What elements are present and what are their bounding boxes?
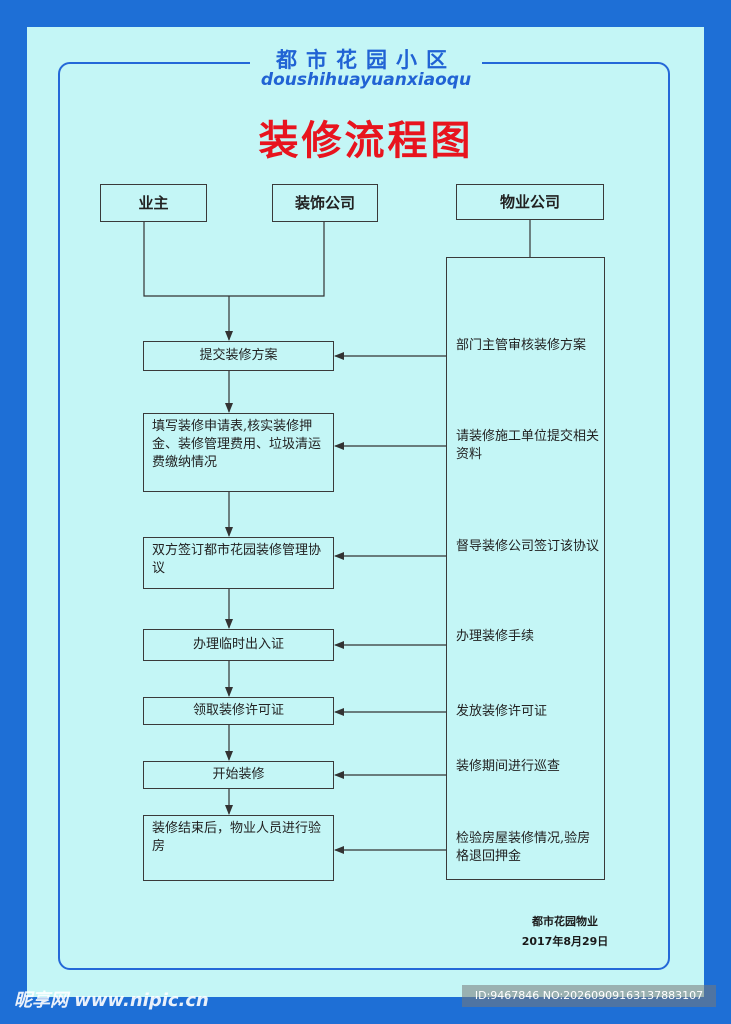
owner-step-2: 填写装修申请表,核实装修押金、装修管理费用、垃圾清运费缴纳情况 xyxy=(143,413,334,492)
decoration-company-label: 装饰公司 xyxy=(294,194,355,212)
brand-pinyin: doushihuayuanxiaoqu xyxy=(260,70,472,90)
owner-step-3: 双方签订都市花园装修管理协议 xyxy=(143,537,334,589)
owner-step-5-text: 领取装修许可证 xyxy=(192,703,284,718)
brand-name: 都市花园小区 xyxy=(276,48,456,72)
owner-step-2-text: 填写装修申请表,核实装修押金、装修管理费用、垃圾清运费缴纳情况 xyxy=(152,419,322,470)
frame-header-gap xyxy=(250,50,482,90)
watermark-logo: 昵享网 www.nipic.cn xyxy=(14,990,209,1011)
owner-box: 业主 xyxy=(100,184,207,222)
property-step-1: 部门主管审核装修方案 xyxy=(456,338,587,353)
owner-step-7: 装修结束后，物业人员进行验房 xyxy=(143,815,334,881)
issue-date: 2017年8月29日 xyxy=(521,935,609,948)
property-column xyxy=(446,257,605,880)
owner-label: 业主 xyxy=(138,194,169,212)
owner-step-3-text: 双方签订都市花园装修管理协议 xyxy=(152,543,322,576)
decoration-company-box: 装饰公司 xyxy=(272,184,378,222)
property-step-3: 督导装修公司签订该协议 xyxy=(456,539,600,554)
owner-step-1-text: 提交装修方案 xyxy=(199,348,278,363)
property-step-5: 发放装修许可证 xyxy=(456,704,548,719)
owner-merge-line xyxy=(143,222,325,297)
poster-panel xyxy=(27,27,704,997)
property-step-6: 装修期间进行巡查 xyxy=(456,759,561,774)
property-step-2: 请装修施工单位提交相关资料 xyxy=(456,429,600,462)
property-company-label: 物业公司 xyxy=(499,193,560,211)
issuer-name: 都市花园物业 xyxy=(532,915,598,928)
property-step-7: 检验房屋装修情况,验房格退回押金 xyxy=(456,831,591,864)
property-company-box: 物业公司 xyxy=(456,184,604,220)
owner-step-4: 办理临时出入证 xyxy=(143,629,334,661)
owner-step-4-text: 办理临时出入证 xyxy=(192,637,284,652)
owner-step-6: 开始装修 xyxy=(143,761,334,789)
owner-step-6-text: 开始装修 xyxy=(212,767,265,782)
owner-step-7-text: 装修结束后，物业人员进行验房 xyxy=(152,821,322,854)
owner-step-5: 领取装修许可证 xyxy=(143,697,334,725)
watermark-id: ID:9467846 NO:20260909163137883107 xyxy=(462,985,716,1007)
page-title: 装修流程图 xyxy=(258,118,474,164)
owner-step-1: 提交装修方案 xyxy=(143,341,334,371)
property-step-4: 办理装修手续 xyxy=(456,629,535,644)
